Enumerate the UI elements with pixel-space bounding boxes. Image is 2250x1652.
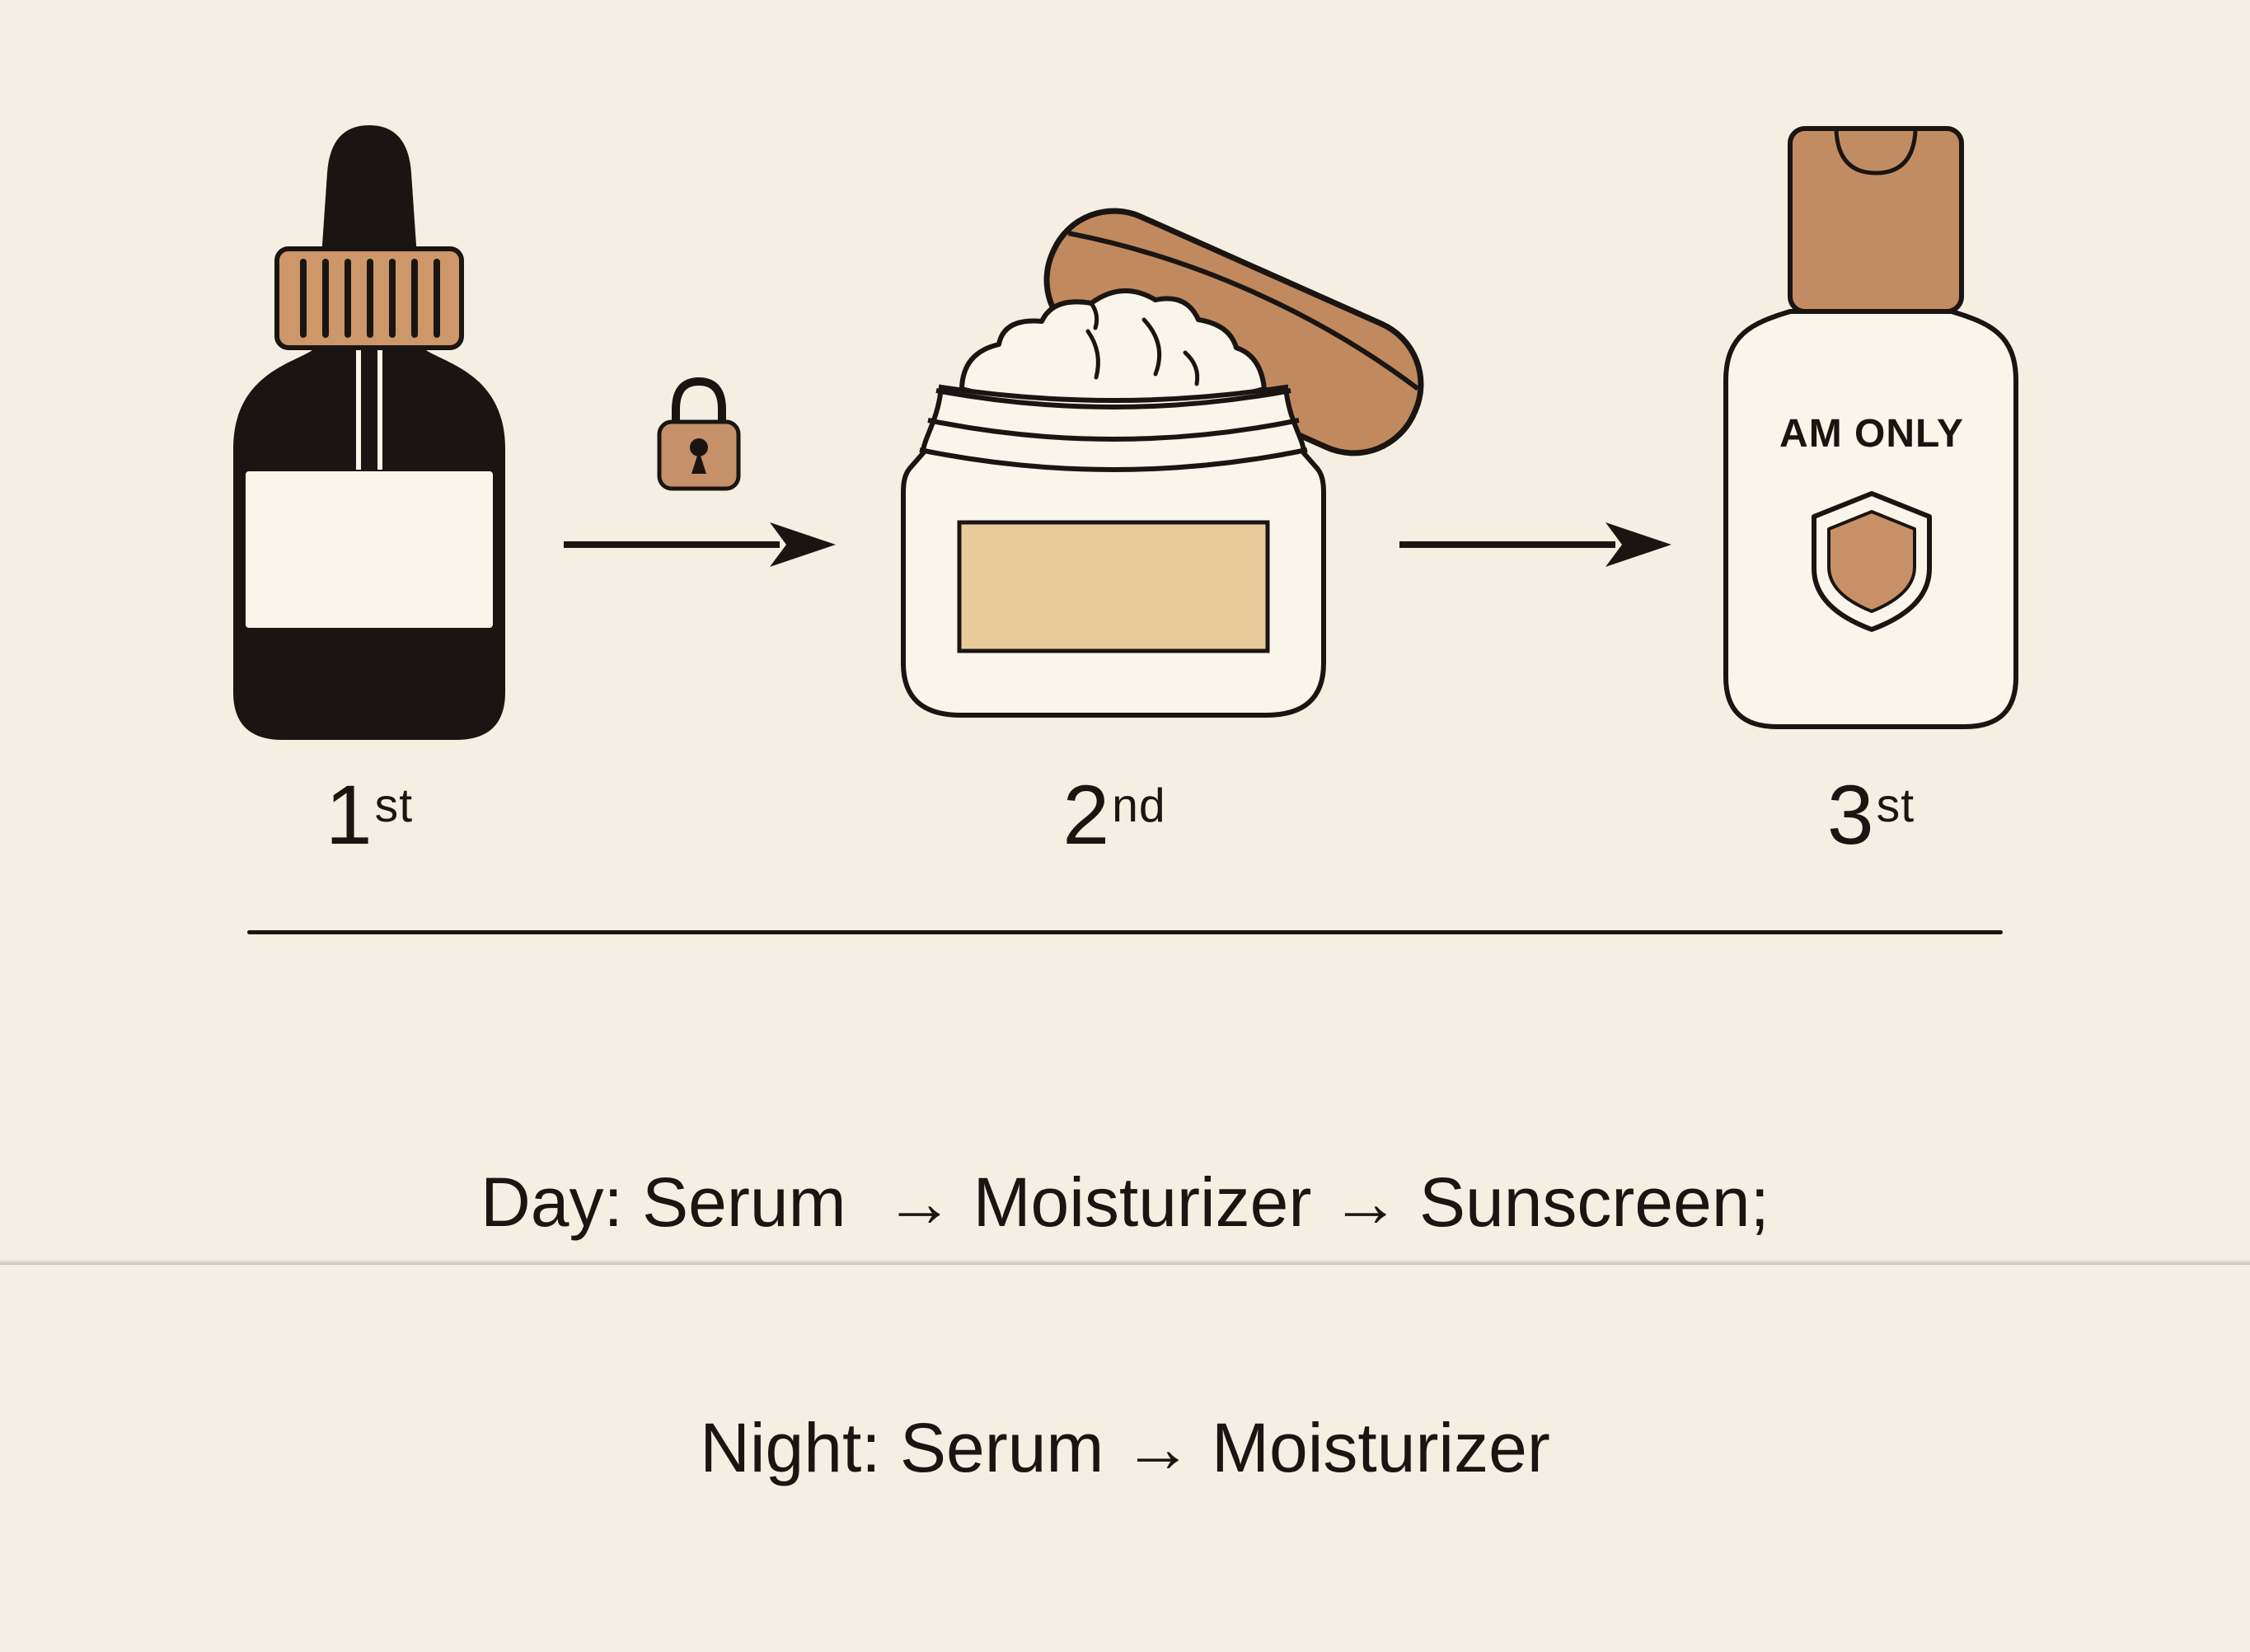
jar-threads: [919, 388, 1308, 472]
serum-dropper-bottle-illustration: [233, 125, 505, 740]
order-suffix: st: [1876, 779, 1915, 832]
skincare-routine-diagram: AM ONLY 1st 2nd 3st Day: Serum → Moistur…: [0, 125, 2250, 1486]
lock-keyhole: [690, 438, 708, 474]
am-only-text: AM ONLY: [1779, 412, 1964, 456]
step-1-label: 1st: [233, 773, 505, 857]
step-2-label: 2nd: [884, 773, 1345, 857]
cap-ridges: [300, 259, 440, 338]
order-number: 1: [325, 768, 373, 862]
order-number: 2: [1062, 768, 1111, 862]
caption-line-2: Night: Serum → Moisturizer: [700, 1408, 1550, 1486]
lock-shackle: [672, 377, 726, 451]
shield-icon: [1812, 491, 1932, 632]
routine-caption: Day: Serum → Moisturizer → Sunscreen; Ni…: [0, 999, 2250, 1652]
lock-icon: [657, 377, 741, 491]
step-3-label: 3st: [1723, 773, 2019, 857]
sunscreen-bottle-illustration: AM ONLY: [1723, 126, 2018, 729]
order-number: 3: [1826, 768, 1875, 862]
order-suffix: st: [374, 779, 414, 832]
cap-notch: [1834, 130, 1918, 175]
sunscreen-cap: [1788, 126, 1964, 314]
divider-line: [247, 930, 2003, 934]
arrow-right-icon: [1399, 522, 1671, 567]
pipette-lines: [356, 350, 382, 470]
moisturizer-jar-illustration: [901, 208, 1424, 718]
bottom-edge-shadow: [0, 1260, 2250, 1265]
arrow-right-icon: [564, 522, 836, 567]
dropper-cap: [274, 246, 464, 350]
dropper-bulb: [321, 125, 417, 257]
shield-inner: [1827, 510, 1916, 613]
jar-front-label: [957, 520, 1270, 653]
cream-swirl: [959, 288, 1267, 410]
bottle-label: [246, 471, 493, 628]
caption-line-1: Day: Serum → Moisturizer → Sunscreen;: [480, 1163, 1770, 1242]
order-suffix: nd: [1112, 779, 1166, 832]
